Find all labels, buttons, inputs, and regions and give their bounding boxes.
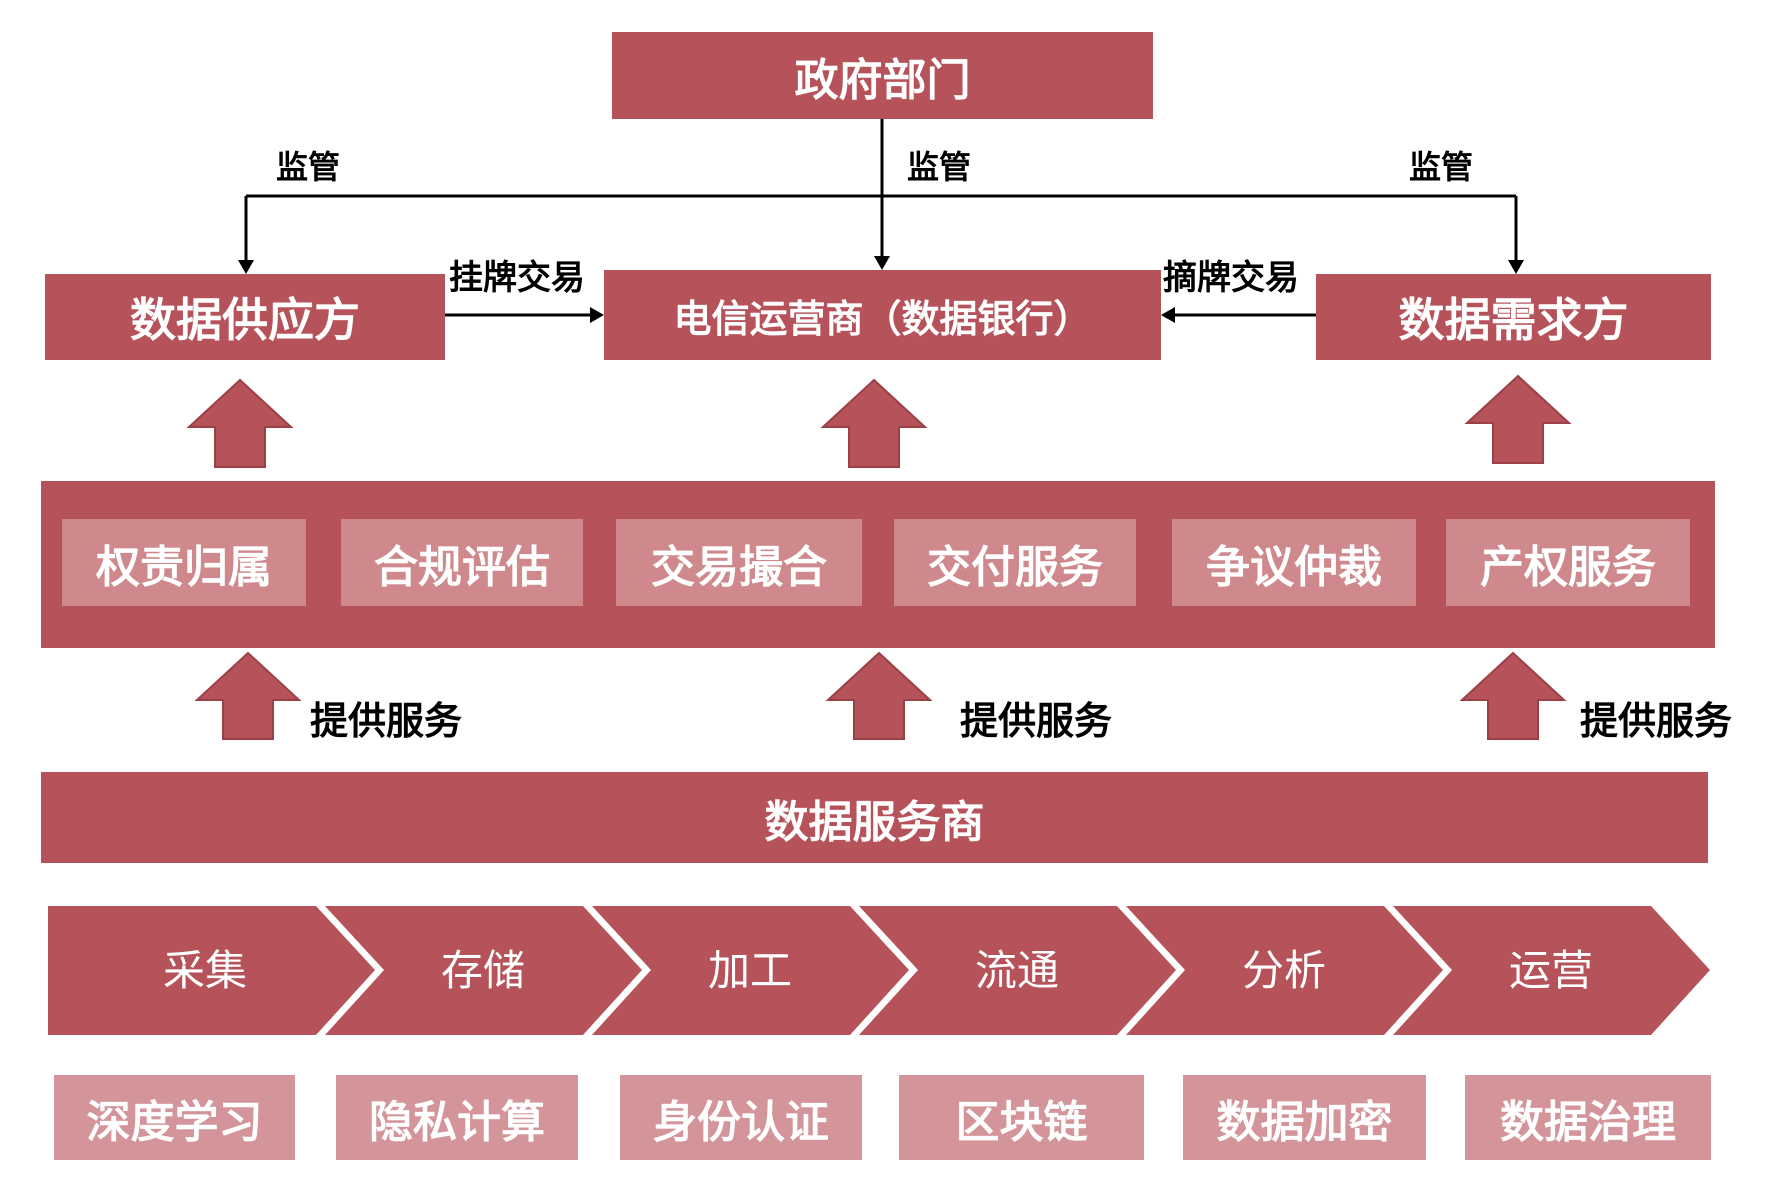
data-supplier-label: 数据供应方 (130, 293, 360, 347)
up-arrow-provide-center (825, 651, 933, 740)
stage-label-1: 采集 (162, 946, 247, 995)
supervision-arrowhead-right (1508, 260, 1524, 274)
supervision-label-center: 监管 (907, 148, 972, 186)
supervision-label-left: 监管 (276, 148, 341, 186)
services-panel (41, 481, 1715, 648)
provide-service-label-center: 提供服务 (960, 699, 1113, 743)
technology-box-4: 区块链 (899, 1075, 1144, 1160)
data-demander-box: 数据需求方 (1316, 274, 1711, 360)
technology-box-5: 数据加密 (1183, 1075, 1426, 1160)
service-box-1: 权责归属 (62, 519, 306, 606)
service-label: 交付服务 (927, 541, 1103, 593)
supervision-arrowhead-center (874, 256, 890, 270)
up-arrow-demander (1464, 374, 1572, 464)
service-box-3: 交易撮合 (616, 519, 862, 606)
supervision-arrowhead-left (238, 260, 254, 274)
stage-chevron-4 (859, 906, 1176, 1035)
stage-chevron-6 (1393, 906, 1710, 1035)
up-arrow-operator (820, 378, 928, 468)
service-label: 争议仲裁 (1206, 541, 1382, 593)
government-label: 政府部门 (794, 54, 971, 106)
technology-label: 身份认证 (653, 1096, 829, 1148)
supervision-label-right: 监管 (1409, 148, 1474, 186)
data-service-provider-label: 数据服务商 (764, 796, 985, 848)
technology-box-1: 深度学习 (54, 1075, 295, 1160)
stage-label-2: 存储 (440, 946, 525, 995)
provide-service-label-right: 提供服务 (1580, 699, 1733, 743)
technology-box-3: 身份认证 (620, 1075, 862, 1160)
telecom-operator-label: 电信运营商（数据银行） (673, 296, 1092, 341)
up-arrow-provide-left (194, 651, 302, 740)
provide-service-label-left: 提供服务 (310, 699, 463, 743)
service-label: 交易撮合 (651, 541, 827, 593)
technology-box-2: 隐私计算 (336, 1075, 578, 1160)
delisting-trade-arrowhead (1161, 307, 1175, 323)
listing-trade-label: 挂牌交易 (449, 258, 585, 298)
up-arrow-provide-right (1459, 651, 1567, 740)
up-arrow-supplier (186, 378, 294, 468)
technology-box-6: 数据治理 (1465, 1075, 1711, 1160)
government-box: 政府部门 (612, 32, 1153, 119)
service-label: 合规评估 (374, 541, 550, 593)
delisting-trade-label: 摘牌交易 (1163, 258, 1299, 298)
service-box-4: 交付服务 (894, 519, 1136, 606)
technology-label: 数据加密 (1216, 1096, 1393, 1148)
service-box-2: 合规评估 (341, 519, 583, 606)
telecom-operator-box: 电信运营商（数据银行） (604, 270, 1161, 360)
stage-chevron-2 (325, 906, 642, 1035)
data-service-provider-bar: 数据服务商 (41, 772, 1708, 863)
stage-chevron-5 (1126, 906, 1443, 1035)
service-box-5: 争议仲裁 (1172, 519, 1416, 606)
stage-label-4: 流通 (974, 946, 1059, 995)
data-supplier-box: 数据供应方 (45, 274, 445, 360)
stage-label-6: 运营 (1508, 946, 1593, 995)
service-box-6: 产权服务 (1446, 519, 1690, 606)
listing-trade-arrowhead (590, 307, 604, 323)
stage-chevron-1 (48, 906, 375, 1035)
service-label: 产权服务 (1480, 541, 1656, 593)
stage-chevron-3 (592, 906, 909, 1035)
service-label: 权责归属 (96, 541, 272, 593)
technology-label: 隐私计算 (369, 1096, 545, 1148)
stage-label-5: 分析 (1241, 946, 1326, 995)
technology-label: 深度学习 (86, 1096, 263, 1148)
technology-label: 区块链 (955, 1096, 1088, 1148)
technology-label: 数据治理 (1500, 1096, 1676, 1148)
data-demander-label: 数据需求方 (1398, 293, 1629, 347)
stage-label-3: 加工 (707, 946, 792, 995)
